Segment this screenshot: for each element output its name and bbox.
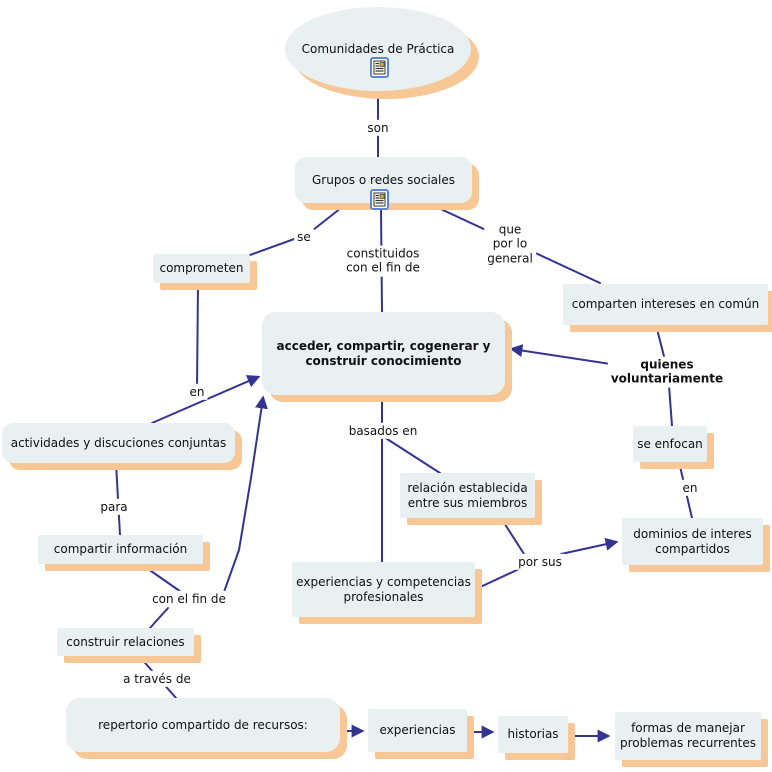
- resource-icon[interactable]: [370, 189, 389, 210]
- concept-acceder-compartir[interactable]: acceder, compartir, cogenerar y construi…: [262, 312, 505, 395]
- edge-confinde-construir: [149, 607, 169, 629]
- resource-icon[interactable]: [370, 57, 389, 78]
- linking-phrase-se[interactable]: se: [294, 228, 314, 246]
- edge-experiencias-porsus: [475, 568, 520, 590]
- linking-phrase-son[interactable]: son: [364, 119, 392, 137]
- concept-historias[interactable]: historias: [498, 716, 568, 753]
- linking-phrase-quienes-voluntariamente[interactable]: quienes voluntariamente: [607, 356, 727, 388]
- concept-experiencias[interactable]: experiencias: [368, 709, 467, 752]
- linking-phrase-en-izquierda[interactable]: en: [186, 383, 208, 401]
- concept-relacion-establecida[interactable]: relación establecida entre sus miembros: [400, 473, 535, 518]
- concept-dominios-de-interes[interactable]: dominios de interes compartidos: [622, 518, 763, 565]
- concept-construir-relaciones[interactable]: construir relaciones: [57, 628, 194, 656]
- linking-phrase-con-el-fin-de[interactable]: con el fin de: [149, 590, 229, 608]
- edge-porsus-dominios: [560, 537, 619, 555]
- concept-se-enfocan[interactable]: se enfocan: [633, 426, 707, 462]
- linking-phrase-para[interactable]: para: [97, 498, 131, 516]
- edge-relacion-porsus: [500, 517, 525, 555]
- linking-phrase-por-sus[interactable]: por sus: [515, 553, 565, 571]
- concept-comprometen[interactable]: comprometen: [153, 254, 250, 283]
- concept-compartir-informacion[interactable]: compartir información: [38, 535, 203, 564]
- concept-grupos-o-redes-sociales[interactable]: Grupos o redes sociales: [295, 157, 472, 203]
- linking-phrase-constituidos[interactable]: constituidos con el fin de: [343, 245, 423, 277]
- concept-actividades-discuciones[interactable]: actividades y discuciones conjuntas: [2, 423, 235, 463]
- linking-phrase-que-por-lo-general[interactable]: que por lo general: [484, 221, 536, 267]
- concept-comparten-intereses[interactable]: comparten intereses en común: [563, 284, 768, 325]
- edge-compartir-confinde: [140, 563, 185, 595]
- edge-basados-relacion: [383, 436, 441, 474]
- linking-phrase-a-traves-de[interactable]: a través de: [120, 670, 194, 688]
- concept-formas-de-manejar[interactable]: formas de manejar problemas recurrentes: [615, 712, 761, 760]
- linking-phrase-en-derecha[interactable]: en: [679, 479, 701, 497]
- concept-experiencias-competencias[interactable]: experiencias y competencias profesionale…: [292, 562, 475, 617]
- concept-comunidades-de-practica[interactable]: Comunidades de Práctica: [285, 7, 471, 91]
- concept-repertorio-compartido[interactable]: repertorio compartido de recursos:: [66, 698, 340, 752]
- edge-confinde-main: [223, 395, 268, 593]
- linking-phrase-basados-en[interactable]: basados en: [345, 422, 421, 440]
- edge-comprometen-en: [196, 282, 199, 390]
